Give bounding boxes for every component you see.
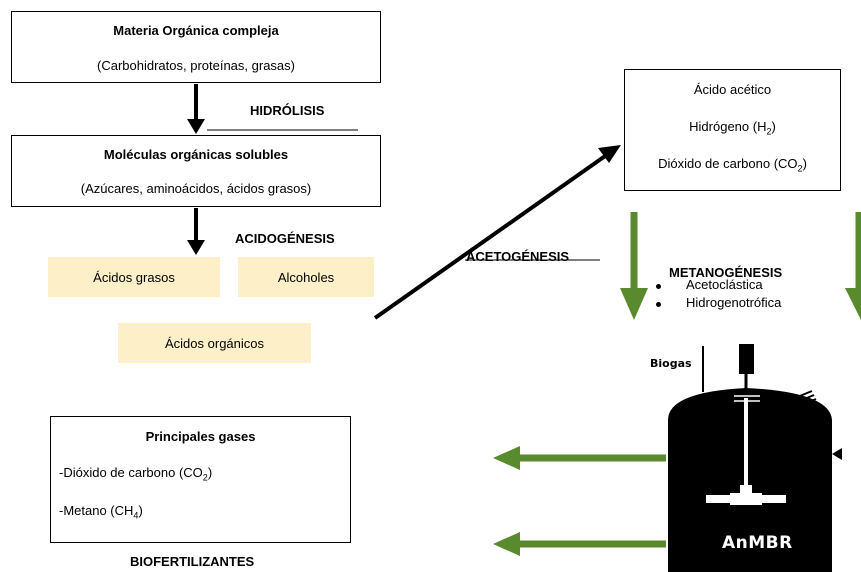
gas-ch4: -Metano (CH4) — [59, 503, 143, 521]
hydrogen-label: Hidrógeno (H2) — [625, 119, 840, 137]
hydrogen-sub: 2 — [766, 126, 772, 137]
gas-ch4-sub: 4 — [133, 510, 139, 521]
hydrogen-end: ) — [771, 119, 776, 134]
acidogenesis-arrow — [187, 208, 205, 255]
soluble-molecules-title: Moléculas orgánicas solubles — [103, 147, 289, 162]
complex-organic-matter-subtitle: (Carbohidratos, proteínas, grasas) — [97, 58, 295, 73]
main-gases-title: Principales gases — [145, 429, 256, 444]
gas-ch4-end: ) — [138, 503, 143, 518]
gas-co2-end: ) — [207, 465, 213, 480]
anmbr-reactor — [668, 344, 842, 572]
acidogenesis-label: ACIDOGÉNESIS — [235, 231, 335, 246]
bullet-1 — [656, 284, 661, 289]
hidrolisis-label: HIDRÓLISIS — [250, 103, 325, 118]
co2-main: Dióxido de carbono (CO — [658, 156, 798, 171]
metanogenesis-label: METANOGÉNESIS — [669, 265, 783, 280]
green-down-arrow-left — [620, 212, 648, 320]
fatty-acids-box: Ácidos grasos — [48, 257, 220, 297]
bullet-2 — [656, 302, 661, 307]
soluble-molecules-box: Moléculas orgánicas solubles (Azúcares, … — [11, 135, 381, 207]
gas-co2-main: -Dióxido de carbono (CO — [59, 465, 203, 480]
green-left-arrow-gases — [493, 446, 666, 470]
biofertilizantes-label: BIOFERTILIZANTES — [130, 554, 255, 569]
green-down-arrow-right — [845, 212, 861, 320]
biogas-label: Biogas — [650, 357, 692, 370]
co2-end: ) — [802, 156, 807, 171]
carbon-dioxide-label: Dióxido de carbono (CO2) — [625, 156, 840, 174]
acetogenesis-products-box: Ácido acético Hidrógeno (H2) Dióxido de … — [624, 69, 841, 191]
gas-co2-sub: 2 — [202, 472, 208, 483]
acetogenesis-arrow — [373, 145, 621, 320]
complex-organic-matter-box: Materia Orgánica compleja (Carbohidratos… — [11, 11, 381, 83]
gas-ch4-main: -Metano (CH — [59, 503, 134, 518]
green-left-arrow-biofertilizer — [493, 532, 666, 556]
alcohols-box: Alcoholes — [238, 257, 374, 297]
gas-co2: -Dióxido de carbono (CO2) — [59, 465, 212, 483]
soluble-molecules-subtitle: (Azúcares, aminoácidos, ácidos grasos) — [80, 181, 312, 196]
co2-sub: 2 — [797, 163, 803, 174]
metano-type-2: Hidrogenotrófica — [686, 295, 782, 310]
main-gases-box: Principales gases -Dióxido de carbono (C… — [50, 416, 351, 543]
hidrolisis-arrow — [187, 84, 205, 134]
organic-acids-box: Ácidos orgánicos — [118, 323, 311, 363]
anmbr-label: AnMBR — [722, 533, 793, 553]
hydrogen-main: Hidrógeno (H — [689, 119, 767, 134]
acetic-acid-label: Ácido acético — [693, 82, 772, 97]
complex-organic-matter-title: Materia Orgánica compleja — [113, 23, 279, 38]
metano-type-1: Acetoclástica — [686, 277, 763, 292]
